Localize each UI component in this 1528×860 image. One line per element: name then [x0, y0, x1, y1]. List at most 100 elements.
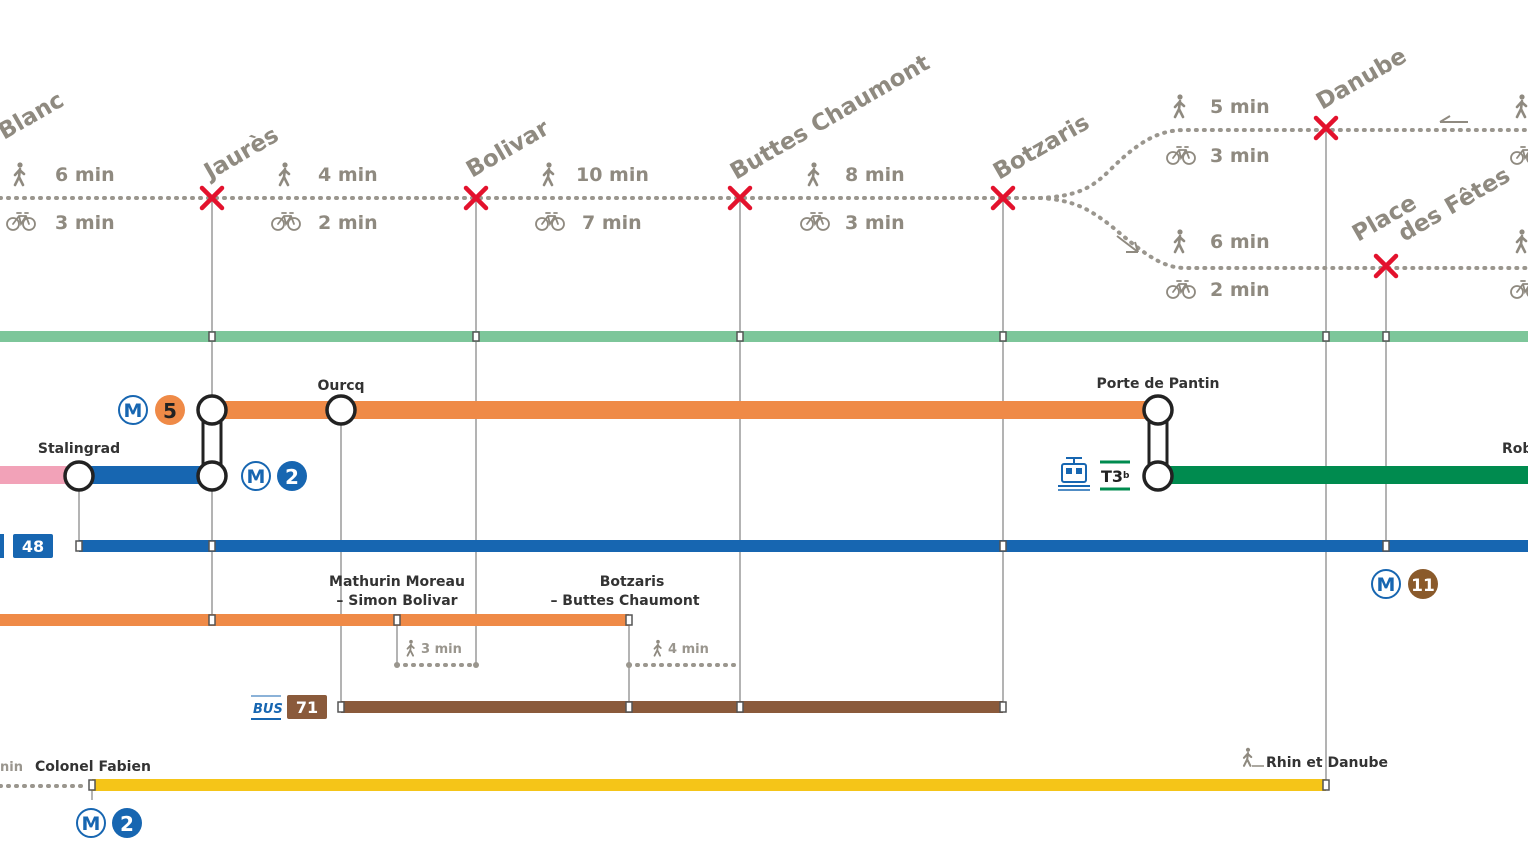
travel-time-icons [6, 93, 1528, 767]
station-stalingrad [63, 460, 95, 492]
line-pink [0, 466, 79, 484]
station-label-blanc: Blanc [0, 87, 68, 145]
badge-tram-3b: T3 b [1058, 457, 1130, 491]
station-ourcq [325, 394, 357, 426]
bike-icon [1510, 146, 1528, 165]
cross-buttes-chaumont-icon [727, 185, 753, 211]
tick [736, 701, 744, 713]
station-porte-de-pantin-t3b [1142, 460, 1174, 492]
tick [393, 614, 401, 626]
line-yellow [92, 779, 1326, 791]
metro-m-icon [1371, 569, 1401, 599]
walk-time-2: 4 min [318, 164, 378, 186]
stop-label-stalingrad: Stalingrad [38, 441, 120, 457]
tick [999, 540, 1007, 552]
stop-label-botzaris-bus-line2: – Buttes Chaumont [550, 593, 699, 609]
tick [736, 331, 744, 342]
tram-label: T3 [1101, 467, 1123, 486]
bike-time-upper: 3 min [1210, 145, 1270, 167]
line-bus-48 [79, 540, 1528, 552]
station-jaures-m5 [196, 394, 228, 426]
metro-m-icon [76, 808, 106, 838]
svg-text:M: M [1377, 574, 1396, 596]
bike-time-lower: 2 min [1210, 279, 1270, 301]
svg-text:M: M [124, 400, 143, 422]
dot [394, 662, 400, 668]
walk-time-4: 8 min [845, 164, 905, 186]
travel-time-labels: 6 min 3 min 4 min 2 min 10 min 7 min 8 m… [0, 96, 1270, 775]
walk-dots [394, 662, 632, 668]
stop-label-rob: Rob [1502, 441, 1528, 457]
station-circles [63, 394, 1174, 492]
bike-icon [1166, 146, 1196, 165]
walk-time-upper: 5 min [1210, 96, 1270, 118]
station-jaures-m2 [196, 460, 228, 492]
tick [208, 331, 216, 342]
station-label-botzaris: Botzaris [989, 110, 1094, 186]
dot [473, 662, 479, 668]
tick [1322, 779, 1330, 791]
walk-path-upper [1038, 128, 1528, 200]
badge-metro-5: M 5 [118, 395, 185, 425]
svg-text:71: 71 [296, 698, 318, 717]
tram-icon [1058, 457, 1090, 491]
svg-text:48: 48 [22, 537, 44, 556]
station-label-danube: Danube [1312, 43, 1411, 115]
stop-label-botzaris-bus-line1: Botzaris [600, 574, 665, 590]
stop-label-mathurin-line2: – Simon Bolivar [336, 593, 457, 609]
dot [626, 662, 632, 668]
walk-icon [1515, 93, 1528, 119]
walk-icon [807, 161, 820, 187]
station-label-bolivar: Bolivar [462, 115, 554, 183]
walk-icon [542, 161, 555, 187]
tick [337, 701, 345, 713]
cross-place-des-fetes-icon [1373, 253, 1399, 279]
tick [625, 614, 633, 626]
svg-text:M: M [247, 466, 266, 488]
stop-label-rhin-et-danube: Rhin et Danube [1266, 755, 1388, 771]
station-label-jaures: Jaurès [198, 122, 283, 186]
tick [1382, 331, 1390, 342]
arrow-left-icon [1439, 115, 1468, 123]
bike-icon [1166, 280, 1196, 299]
stop-label-ourcq: Ourcq [317, 378, 364, 394]
svg-text:M: M [82, 813, 101, 835]
walk-icon [406, 638, 415, 657]
bike-time-1: 3 min [55, 212, 115, 234]
bike-icon [1510, 280, 1528, 299]
cross-botzaris-icon [990, 185, 1016, 211]
bike-time-4: 3 min [845, 212, 905, 234]
walking-station-labels: Blanc Jaurès Bolivar Buttes Chaumont Bot… [0, 43, 1515, 247]
arrow-down-right-icon [1116, 235, 1139, 253]
stop-label-porte-de-pantin: Porte de Pantin [1097, 376, 1220, 392]
bike-icon [271, 212, 301, 231]
tick [75, 540, 83, 552]
stop-labels: Ourcq Porte de Pantin Stalingrad Rob Mat… [35, 376, 1528, 775]
bus-label: BUS [253, 702, 283, 717]
walk-icon [13, 161, 26, 187]
line-metro-5 [212, 401, 1158, 419]
svg-text:2: 2 [285, 465, 299, 489]
direction-arrows [1116, 115, 1468, 253]
cross-bolivar-icon [463, 185, 489, 211]
badge-metro-2-jaures: M 2 [241, 461, 307, 491]
cross-danube-icon [1313, 115, 1339, 141]
walk-icon [1173, 93, 1186, 119]
walk-time-botzaris-transfer: 4 min [668, 642, 709, 657]
bike-icon [535, 212, 565, 231]
line-green [0, 331, 1528, 342]
svg-text:11: 11 [1411, 576, 1435, 596]
bike-icon [800, 212, 830, 231]
line-tram-3b [1158, 466, 1528, 484]
stop-label-mathurin-line1: Mathurin Moreau [329, 574, 465, 590]
tick [1322, 331, 1330, 342]
line-metro-2 [79, 466, 212, 484]
metro-m-icon [118, 395, 148, 425]
badge-metro-11: M 11 [1371, 569, 1438, 599]
transit-lines [0, 331, 1528, 791]
bike-time-3: 7 min [582, 212, 642, 234]
tick [88, 779, 96, 791]
tick [208, 540, 216, 552]
tick [625, 701, 633, 713]
